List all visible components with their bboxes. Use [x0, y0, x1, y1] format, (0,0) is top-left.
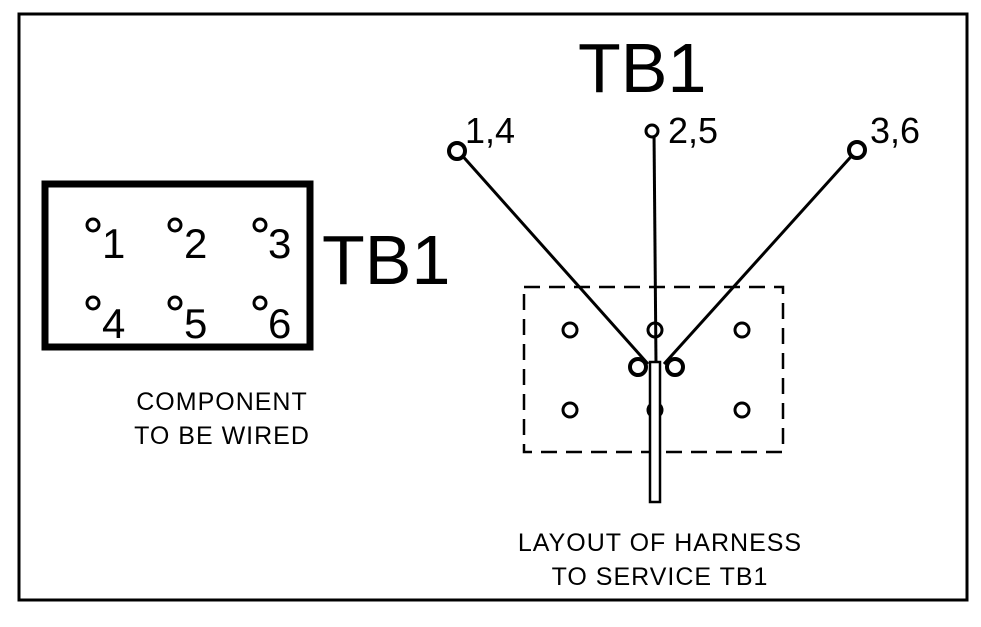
lead-3-6-label: 3,6: [870, 110, 920, 151]
terminal-1-icon: [85, 217, 101, 233]
harness-wire-2-5: [652, 130, 658, 365]
component-tb1-label: TB1: [322, 221, 450, 299]
component-body: [41, 180, 314, 351]
terminal-3-label: 3: [268, 220, 291, 267]
harness-wire-3-6: [662, 148, 859, 366]
lead-1-4-end-icon: [447, 141, 467, 161]
terminal-5-icon: [167, 295, 183, 311]
component-caption-line1: COMPONENT: [136, 388, 308, 416]
harness-trunk: [648, 360, 662, 504]
diagram-frame: [17, 12, 969, 602]
block-terminal-3-icon: [733, 321, 751, 339]
block-terminal-4-icon: [561, 401, 579, 419]
terminal-3-icon: [252, 217, 268, 233]
terminal-6-label: 6: [268, 300, 291, 347]
harness-caption-line2: TO SERVICE TB1: [552, 563, 769, 591]
harness-breakout-right-icon: [665, 357, 685, 377]
lead-1-4-label: 1,4: [465, 110, 515, 151]
component-terminal-block: 1 2 3 4 5 6: [41, 180, 314, 351]
lead-2-5-label: 2,5: [668, 110, 718, 151]
harness-breakout-left-icon: [628, 357, 648, 377]
terminal-6-icon: [252, 295, 268, 311]
component-caption-line2: TO BE WIRED: [134, 422, 310, 450]
lead-3-6-end-icon: [847, 140, 867, 160]
terminal-4-icon: [85, 295, 101, 311]
block-terminal-6-icon: [733, 401, 751, 419]
harness-tb1-label: TB1: [578, 29, 706, 107]
terminal-5-label: 5: [184, 300, 207, 347]
terminal-4-label: 4: [102, 300, 125, 347]
terminal-2-label: 2: [184, 220, 207, 267]
block-terminal-1-icon: [561, 321, 579, 339]
lead-2-5-end-icon: [644, 123, 660, 139]
terminal-2-icon: [167, 217, 183, 233]
terminal-1-label: 1: [102, 220, 125, 267]
harness-caption-line1: LAYOUT OF HARNESS: [518, 529, 802, 557]
harness-wire-1-4: [457, 151, 650, 365]
